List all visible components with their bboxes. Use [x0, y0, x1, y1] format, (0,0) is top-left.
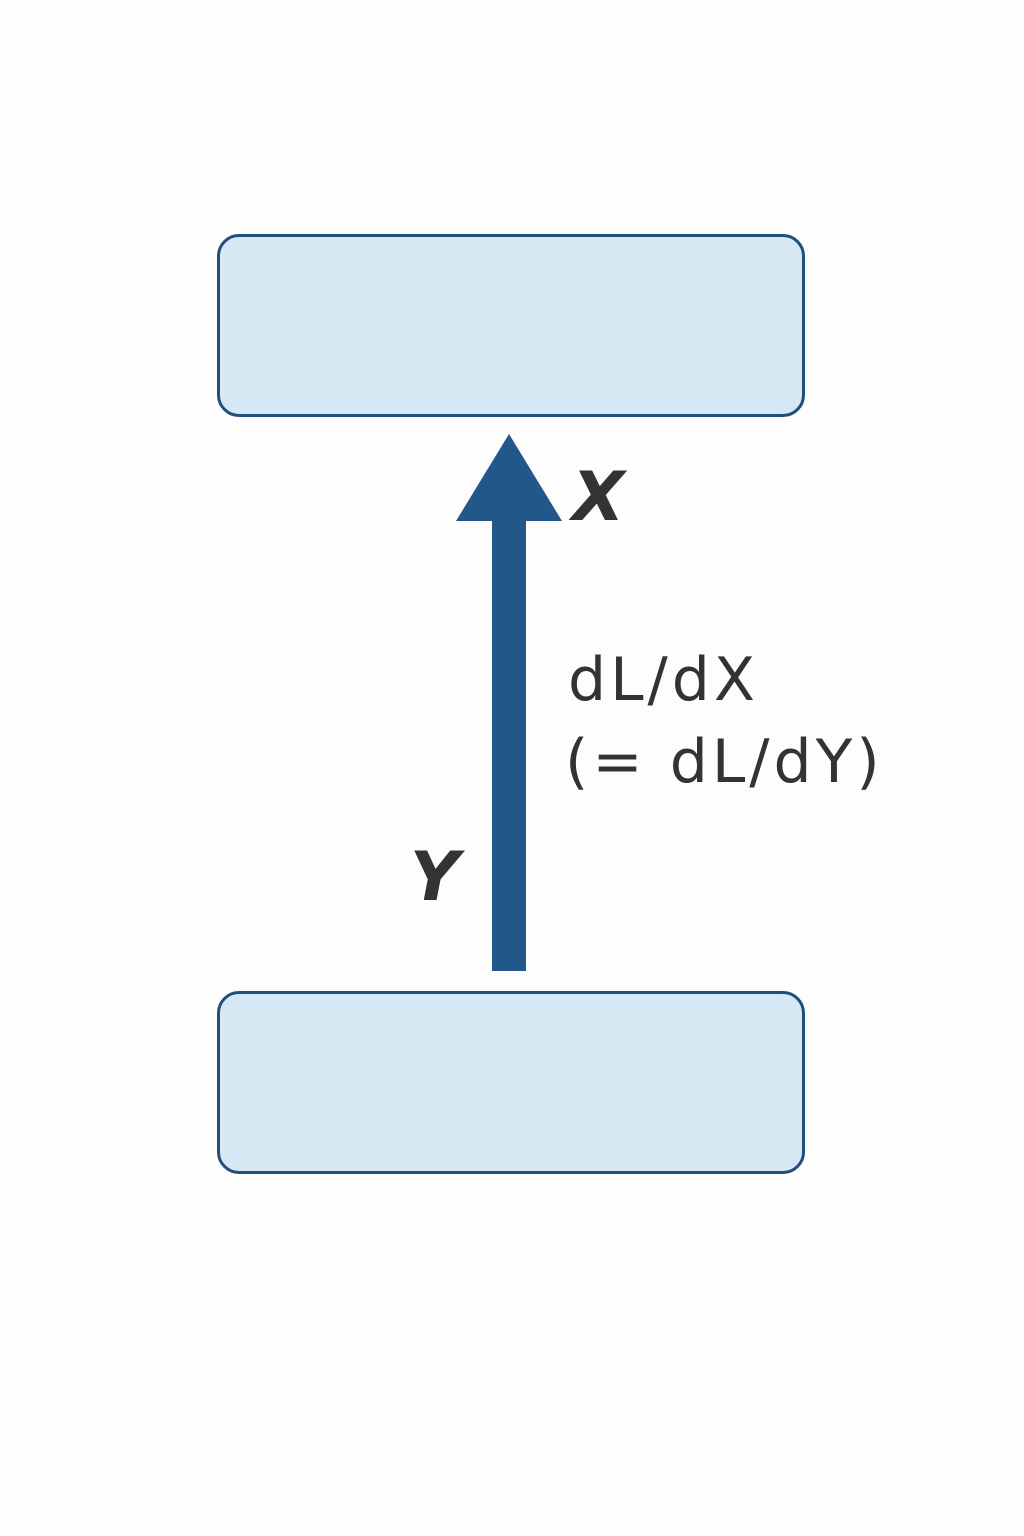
bottom-node-box [217, 991, 805, 1174]
gradient-label-line1: dL/dX [568, 645, 759, 715]
top-node-box [217, 234, 805, 417]
arrow-head [456, 434, 562, 521]
arrow-shaft [492, 518, 526, 971]
label-y: Y [410, 838, 460, 917]
label-x: X [572, 458, 625, 537]
gradient-label-line2: (= dL/dY) [565, 727, 884, 797]
